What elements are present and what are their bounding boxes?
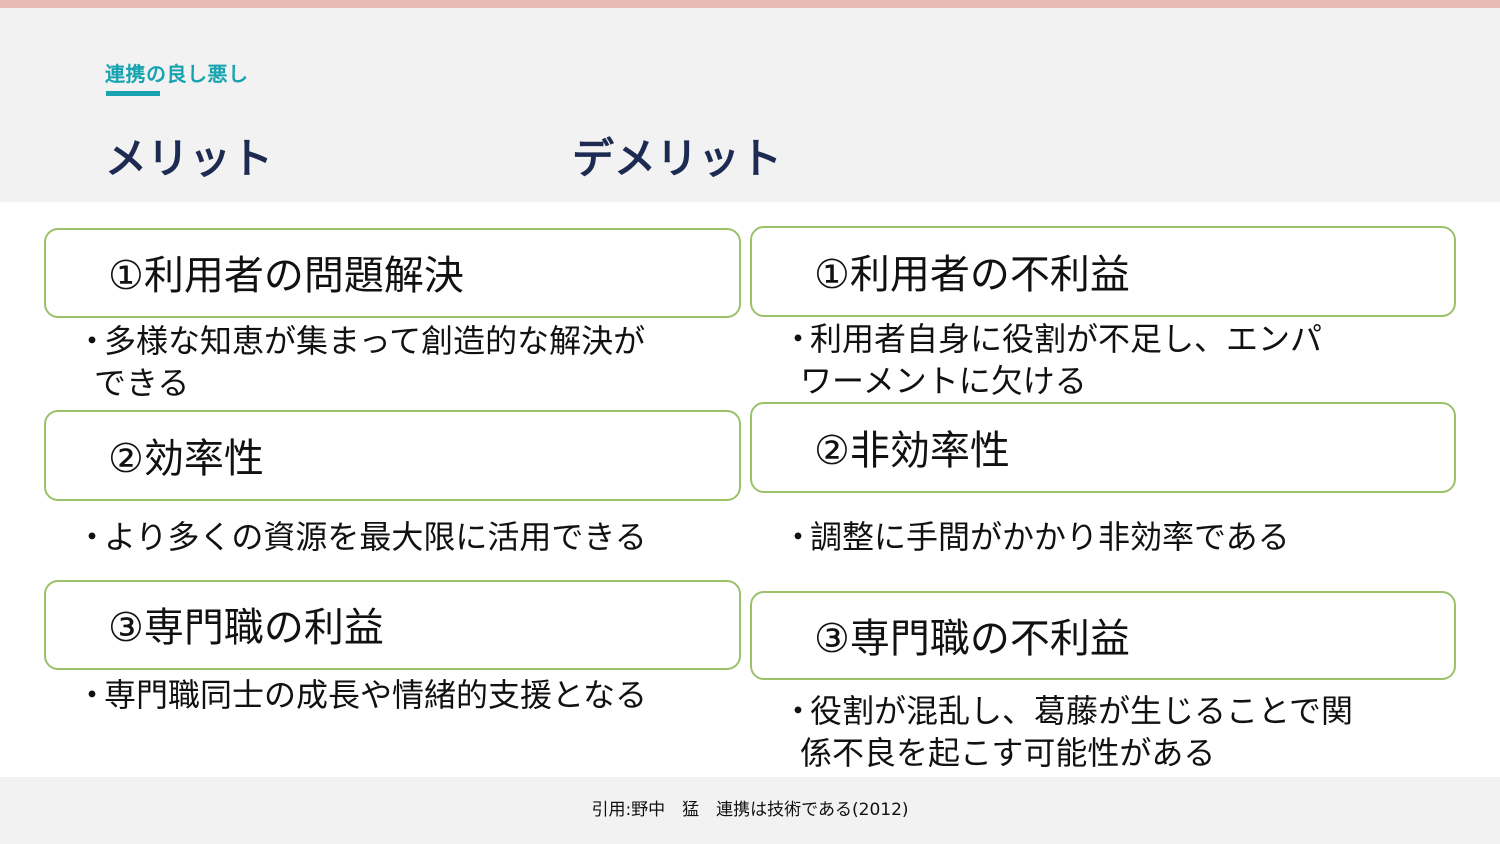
demerit-text-1-line1: 利用者自身に役割が不足し、エンパ xyxy=(810,320,1323,358)
slide-header: 連携の良し悪し メリット デメリット xyxy=(0,8,1500,202)
demerit-heading: デメリット xyxy=(572,134,783,183)
demerit-bullet-2: ・調整に手間がかかり非効率である xyxy=(782,516,1290,558)
merit-title-1: ①利用者の問題解決 xyxy=(108,252,464,299)
demerit-text-3-line2: 係不良を起こす可能性がある xyxy=(800,734,1216,772)
merit-bullet-2: ・より多くの資源を最大限に活用できる xyxy=(76,516,647,558)
demerit-title-3: ③専門職の不利益 xyxy=(814,615,1130,662)
demerit-bullet-3: ・役割が混乱し、葛藤が生じることで関 係不良を起こす可能性がある xyxy=(782,690,1353,774)
bullet-mark: ・ xyxy=(76,676,109,714)
merit-text-1-line2: できる xyxy=(94,364,190,402)
slide-footer xyxy=(0,777,1500,844)
merit-text-3-line1: 専門職同士の成長や情緒的支援となる xyxy=(104,676,648,714)
demerit-text-2-line1: 調整に手間がかかり非効率である xyxy=(810,518,1290,556)
bullet-mark: ・ xyxy=(782,320,815,358)
merit-box-2: ②効率性 xyxy=(44,410,741,501)
bullet-mark: ・ xyxy=(76,518,109,556)
merit-text-1-line1: 多様な知恵が集まって創造的な解決が xyxy=(104,322,646,360)
demerit-box-2: ②非効率性 xyxy=(750,402,1456,493)
demerit-box-3: ③専門職の不利益 xyxy=(750,591,1456,680)
bullet-mark: ・ xyxy=(782,518,815,556)
merit-box-3: ③専門職の利益 xyxy=(44,580,741,670)
demerit-title-2: ②非効率性 xyxy=(814,427,1010,474)
top-accent-bar xyxy=(0,0,1500,8)
demerit-bullet-1: ・利用者自身に役割が不足し、エンパ ワーメントに欠ける xyxy=(782,318,1322,402)
demerit-text-1-line2: ワーメントに欠ける xyxy=(800,362,1087,400)
section-label: 連携の良し悪し xyxy=(105,62,249,86)
merit-title-3: ③専門職の利益 xyxy=(108,604,384,651)
merit-bullet-3: ・専門職同士の成長や情緒的支援となる xyxy=(76,674,647,716)
demerit-text-3-line1: 役割が混乱し、葛藤が生じることで関 xyxy=(810,692,1354,730)
bullet-mark: ・ xyxy=(782,692,815,730)
merit-box-1: ①利用者の問題解決 xyxy=(44,228,741,318)
merit-bullet-1: ・多様な知恵が集まって創造的な解決が できる xyxy=(76,320,645,404)
demerit-box-1: ①利用者の不利益 xyxy=(750,226,1456,317)
demerit-title-1: ①利用者の不利益 xyxy=(814,251,1130,298)
merit-text-2-line1: より多くの資源を最大限に活用できる xyxy=(104,518,647,556)
merit-heading: メリット xyxy=(105,134,274,183)
section-underline xyxy=(106,91,160,96)
citation: 引用:野中 猛 連携は技術である(2012) xyxy=(591,800,909,820)
merit-title-2: ②効率性 xyxy=(108,435,264,482)
bullet-mark: ・ xyxy=(76,322,109,360)
